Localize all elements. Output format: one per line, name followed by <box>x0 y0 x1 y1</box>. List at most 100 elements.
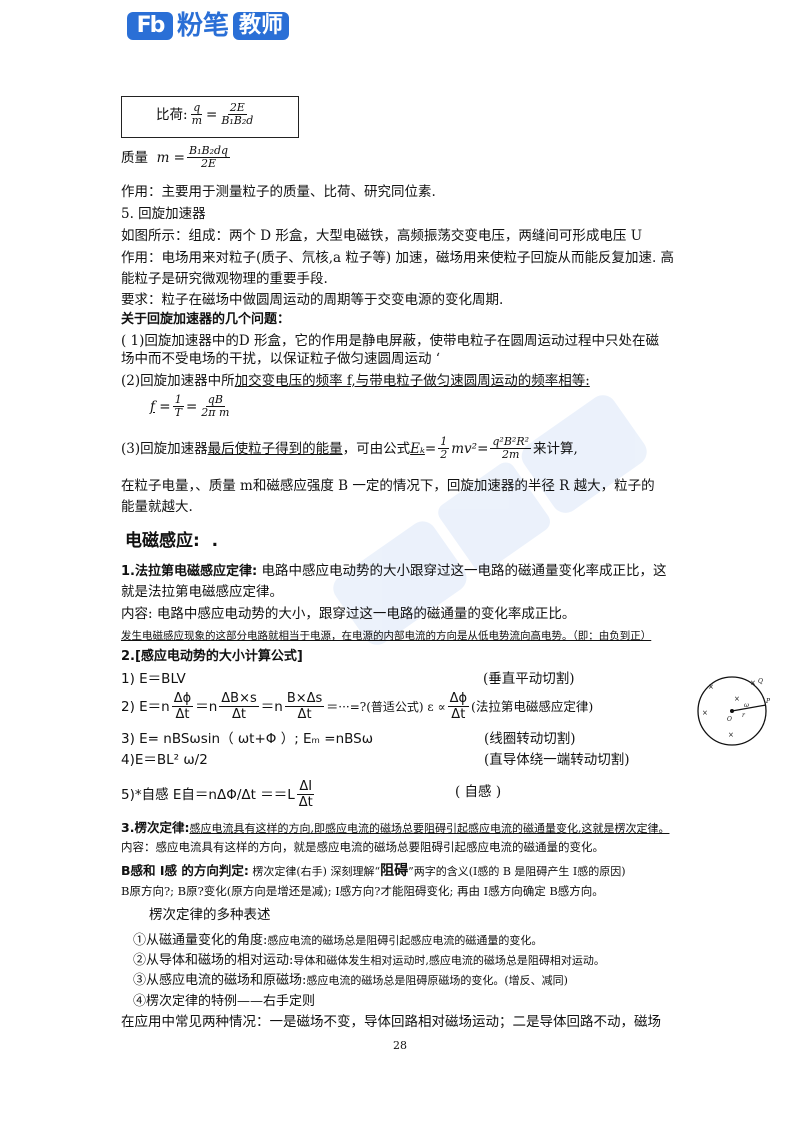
f5-frac: ΔI Δt <box>297 779 315 810</box>
energy-fraction-1: 1 2 <box>438 436 450 461</box>
formula-4-note: (直导体绕一端转动切割) <box>484 752 630 768</box>
ratio-rhs-fraction: 2E B₁B₂d <box>219 102 255 127</box>
rotating-rod-diagram: × × × × × O r P Q ω <box>697 676 771 746</box>
energy-mid: mv² <box>451 440 478 457</box>
f2-frac-2: ΔB×s Δt <box>219 691 259 722</box>
lenz-line: 3.楞次定律:感应电流具有这样的方向,即感应电流的磁场总要阻碍引起感应电流的磁通… <box>121 819 669 838</box>
faraday-title: 1.法拉第电磁感应定律: <box>121 564 258 579</box>
cyclotron-title: 5. 回旋加速器 <box>121 206 206 222</box>
q2-line: (2)回旋加速器中所加交变电压的频率 f,与带电粒子做匀速圆周运动的频率相等: <box>121 372 590 390</box>
q3-underline: 最后使粒子得到的能量 <box>207 440 343 457</box>
f2-frac-1: Δϕ Δt <box>171 691 194 722</box>
direction-line-2: B原方向?; B原?变化(原方向是增还是减); I感方向?才能阻碍变化; 再由 … <box>121 884 604 898</box>
energy-lhs: Eₖ <box>410 440 425 457</box>
svg-text:×: × <box>750 679 756 687</box>
conclusion-line-1: 在粒子电量，、质量 m和磁感应强度 B 一定的情况下，回旋加速器的半径 R 越大… <box>121 478 655 494</box>
lenz-content: 内容：感应电流具有这样的方向，就是感应电流的磁场总要阻碍引起感应电流的磁通量的变… <box>121 840 604 854</box>
formula-1-note: (垂直平动切割) <box>483 671 575 687</box>
svg-text:P: P <box>765 698 771 705</box>
form-2-a: ②从导体和磁场的相对运动: <box>133 953 294 968</box>
direction-title: B感和 I感 的方向判定: <box>121 863 249 878</box>
freq-d1: T <box>174 406 182 419</box>
lenz-title: 3.楞次定律: <box>121 820 190 835</box>
q1-line-1: ( 1)回旋加速器中的D 形盒，它的作用是静电屏蔽，使带电粒子在圆周运动过程中只… <box>121 333 660 349</box>
composition-line: 如图所示：组成：两个 D 形盒，大型电磁铁，高频振荡交变电压，两缝间可形成电压 … <box>121 228 643 244</box>
f2-frac-3-den: Δt <box>297 707 312 722</box>
energy-n2: q²B²R² <box>490 435 532 449</box>
frequency-formula: f = 1 T = qB 2π m <box>150 393 230 419</box>
faraday-line-2: 就是法拉第电磁感应定律。 <box>121 584 283 600</box>
f2-frac-2-den: Δt <box>232 707 246 722</box>
charge-mass-ratio-box: 比荷: q m = 2E B₁B₂d <box>121 96 299 138</box>
content-line: 内容: 电路中感应电动势的大小，跟穿过这一电路的磁通量的变化率成正比。 <box>121 606 576 622</box>
svg-text:r: r <box>742 712 746 719</box>
f2-frac-1-num: Δϕ <box>171 691 194 707</box>
last-line: 在应用中常见两种情况：一是磁场不变，导体回路相对磁场运动；二是导体回路不动，磁场 <box>121 1014 661 1030</box>
direction-strong: 阻碍 <box>380 863 409 879</box>
mass-formula: 质量 m = B₁B₂dq 2E <box>121 145 232 170</box>
f2-eps-den: Δt <box>451 707 466 722</box>
f5-den: Δt <box>298 795 313 810</box>
direction-text: 楞次定律(右手) 深刻理解“ <box>252 865 381 878</box>
page-number: 28 <box>393 1039 407 1052</box>
formula-3: 3) E= nBSωsin（ ωt+Φ ）; Eₘ =nBSω <box>121 731 374 747</box>
form-3-a: ③从感应电流的磁场和原磁场: <box>133 973 307 988</box>
f2-note-2: (法拉第电磁感应定律) <box>471 698 594 714</box>
logo-mark: Fb <box>127 12 173 40</box>
f2-note: ＝···=?(普适公式) ε ∝ <box>326 699 446 714</box>
forms-title: 楞次定律的多种表述 <box>149 907 271 923</box>
formula-4: 4)E＝BL² ω/2 <box>121 752 208 768</box>
mass-lhs: m = <box>156 149 185 166</box>
q3-mid: ，可由公式 <box>342 440 411 457</box>
f5-num: ΔI <box>297 779 315 795</box>
ratio-lhs-fraction: q m <box>190 102 204 127</box>
f2-frac-3-num: B×Δs <box>284 691 325 707</box>
energy-d2: 2m <box>501 448 520 461</box>
q1-line-2: 场中而不受电场的干扰，以保证粒子做匀速圆周运动 ‘ <box>121 351 441 367</box>
form-1-a: ①从磁通量变化的角度: <box>133 933 268 948</box>
function-line-2: 能粒子是研究微观物理的重要手段. <box>121 271 328 287</box>
form-4: ④楞次定律的特例——右手定则 <box>133 994 316 1009</box>
lenz-text: 感应电流具有这样的方向,即感应电流的磁场总要阻碍引起感应电流的磁通量变化,这就是… <box>189 822 670 835</box>
usage-line: 作用：主要用于测量粒子的质量、比荷、研究同位素. <box>121 184 436 200</box>
form-2-b: 导体和磁体发生相对运动时,感应电流的磁场总是阻碍相对运动。 <box>293 954 605 967</box>
svg-text:ω: ω <box>744 702 749 709</box>
f2-frac-1-den: Δt <box>175 707 190 722</box>
formula-3-note: (线圈转动切割) <box>484 731 576 747</box>
form-1: ①从磁通量变化的角度:感应电流的磁场总是阻碍引起感应电流的磁通量的变化。 <box>133 929 542 948</box>
faraday-line: 1.法拉第电磁感应定律: 电路中感应电动势的大小跟穿过这一电路的磁通量变化率成正… <box>121 562 666 581</box>
requirement-line: 要求：粒子在磁场中做圆周运动的周期等于交变电源的变化周期. <box>121 292 504 308</box>
formula-1: 1) E＝BLV <box>121 671 186 687</box>
ratio-lhs-num: q <box>191 101 203 115</box>
mass-fraction: B₁B₂dq 2E <box>187 145 231 170</box>
direction-line: B感和 I感 的方向判定: 楞次定律(右手) 深刻理解“阻碍”两字的含义(I感的… <box>121 862 626 881</box>
function-line-1: 作用：电场用来对粒子(质子、氘核,a 粒子等) 加速，磁场用来使粒子回旋从而能反… <box>121 250 675 266</box>
freq-fraction-1: 1 T <box>172 394 184 419</box>
formula-title: 2.[感应电动势的大小计算公式] <box>121 649 303 664</box>
form-3: ③从感应电流的磁场和原磁场:感应电流的磁场总是阻碍原磁场的变化。(增反、减同) <box>133 969 568 988</box>
conclusion-line-2: 能量就越大. <box>121 499 193 515</box>
freq-n2: qB <box>205 393 225 407</box>
energy-d1: 2 <box>440 448 448 461</box>
questions-title: 关于回旋加速器的几个问题： <box>121 312 291 327</box>
svg-text:×: × <box>734 695 740 703</box>
formula-5: 5)*自感 E自＝nΔΦ/Δt ＝＝L ΔI Δt <box>121 779 317 810</box>
ratio-rhs-den: B₁B₂d <box>221 114 254 127</box>
f5-text: 5)*自感 E自＝nΔΦ/Δt ＝＝L <box>121 786 295 803</box>
q2-prefix: (2)回旋加速器中所 <box>121 373 235 389</box>
form-1-b: 感应电流的磁场总是阻碍引起感应电流的磁通量的变化。 <box>267 934 543 947</box>
ratio-rhs-num: 2E <box>227 101 247 115</box>
ratio-eq: = <box>206 106 218 123</box>
q3-line: (3)回旋加速器最后使粒子得到的能量，可由公式 Eₖ = 1 2 mv² = q… <box>121 435 578 461</box>
mass-den: 2E <box>201 157 217 170</box>
em-heading-dot: . <box>211 531 219 551</box>
formula-2: 2) E＝n Δϕ Δt ＝n ΔB×s Δt ＝n B×Δs Δt ＝···=… <box>121 691 594 722</box>
q3-suffix: 来计算, <box>533 440 578 457</box>
faraday-text: 电路中感应电动势的大小跟穿过这一电路的磁通量变化率成正比，这 <box>257 563 667 579</box>
logo-brand: 粉笔 <box>177 11 230 41</box>
svg-text:×: × <box>708 683 714 691</box>
f2-eps-frac: Δϕ Δt <box>447 691 470 722</box>
formula-5-note: ( 自感 ) <box>455 784 502 800</box>
note-line: 发生电磁感应现象的这部分电路就相当于电源，在电源的内部电流的方向是从低电势流向高… <box>121 630 652 642</box>
svg-text:Q: Q <box>758 678 763 685</box>
